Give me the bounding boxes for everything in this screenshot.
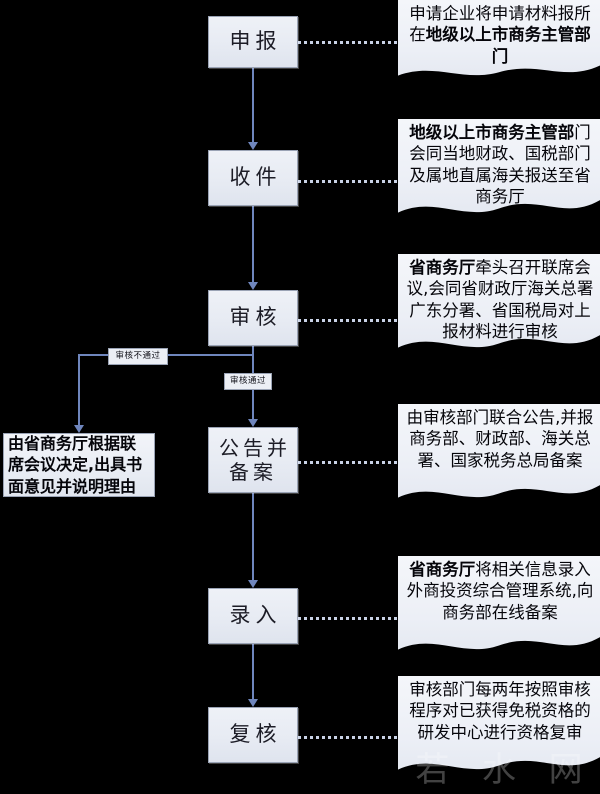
note-recheck: 审核部门每两年按照审核程序对已获得免税资格的研发中心进行资格复审 — [398, 676, 600, 780]
arrowhead-review — [248, 282, 258, 290]
arrowhead-outcome — [74, 425, 84, 433]
dotted-connector-receive — [298, 180, 400, 183]
note-recheck-text: 审核部门每两年按照审核程序对已获得免税资格的研发中心进行资格复审 — [409, 680, 591, 742]
step-box-announce[interactable]: 公告并 备案 — [208, 427, 298, 493]
branch-label-pass-text: 审核通过 — [229, 376, 266, 386]
step-label-recheck: 复核 — [229, 722, 282, 747]
note-announce: 由审核部门联合公告,并报商务部、财政部、海关总署、国家税务总局备案 — [398, 404, 600, 508]
dotted-connector-recheck — [298, 736, 400, 739]
connector-entry-to-recheck — [252, 644, 254, 699]
note-receive: 地级以上市商务主管部门会同当地财政、国税部门及属地直属海关报送至省商务厅 — [398, 119, 600, 223]
step-box-receive[interactable]: 收件 — [208, 150, 298, 206]
step-box-declare[interactable]: 申报 — [208, 16, 298, 68]
step-label-announce: 公告并 备案 — [219, 435, 291, 484]
dotted-connector-declare — [298, 41, 400, 44]
note-receive-text: 地级以上市商务主管部门会同当地财政、国税部门及属地直属海关报送至省商务厅 — [409, 123, 591, 207]
connector-receive-to-review — [252, 206, 254, 282]
step-label-receive: 收件 — [229, 165, 282, 190]
note-announce-text: 由审核部门联合公告,并报商务部、财政部、海关总署、国家税务总局备案 — [406, 408, 594, 470]
note-review-text: 省商务厅牵头召开联席会议,会同省财政厅海关总署广东分署、省国税局对上报材料进行审… — [406, 258, 594, 342]
step-label-entry: 录入 — [229, 603, 282, 628]
branch-label-fail-text: 审核不通过 — [115, 351, 161, 361]
step-box-review[interactable]: 审核 — [208, 290, 298, 346]
outcome-box-reject[interactable]: 由省商务厅根据联席会议决定,出具书面意见并说明理由 — [3, 433, 155, 497]
note-entry: 省商务厅将相关信息录入外商投资综合管理系统,向商务部在线备案 — [398, 556, 600, 660]
connector-declare-to-receive — [252, 68, 254, 142]
step-label-review: 审核 — [229, 305, 282, 330]
dotted-connector-review — [298, 319, 400, 322]
branch-label-fail: 审核不通过 — [108, 348, 168, 365]
step-box-recheck[interactable]: 复核 — [208, 707, 298, 763]
outcome-text: 由省商务厅根据联席会议决定,出具书面意见并说明理由 — [8, 433, 143, 496]
connector-branch-down — [78, 354, 80, 425]
note-entry-text: 省商务厅将相关信息录入外商投资综合管理系统,向商务部在线备案 — [406, 560, 594, 622]
step-box-entry[interactable]: 录入 — [208, 588, 298, 644]
step-label-declare: 申报 — [229, 29, 282, 54]
dotted-connector-announce — [298, 461, 400, 464]
arrowhead-receive — [248, 142, 258, 150]
connector-announce-to-entry — [252, 493, 254, 580]
note-review: 省商务厅牵头召开联席会议,会同省财政厅海关总署广东分署、省国税局对上报材料进行审… — [398, 254, 600, 358]
arrowhead-recheck — [248, 699, 258, 707]
note-declare: 申请企业将申请材料报所在地级以上市商务主管部门 — [398, 0, 600, 84]
branch-label-pass: 审核通过 — [224, 373, 272, 390]
arrowhead-entry — [248, 580, 258, 588]
note-declare-text: 申请企业将申请材料报所在地级以上市商务主管部门 — [409, 4, 591, 66]
arrowhead-announce — [248, 419, 258, 427]
dotted-connector-entry — [298, 617, 400, 620]
